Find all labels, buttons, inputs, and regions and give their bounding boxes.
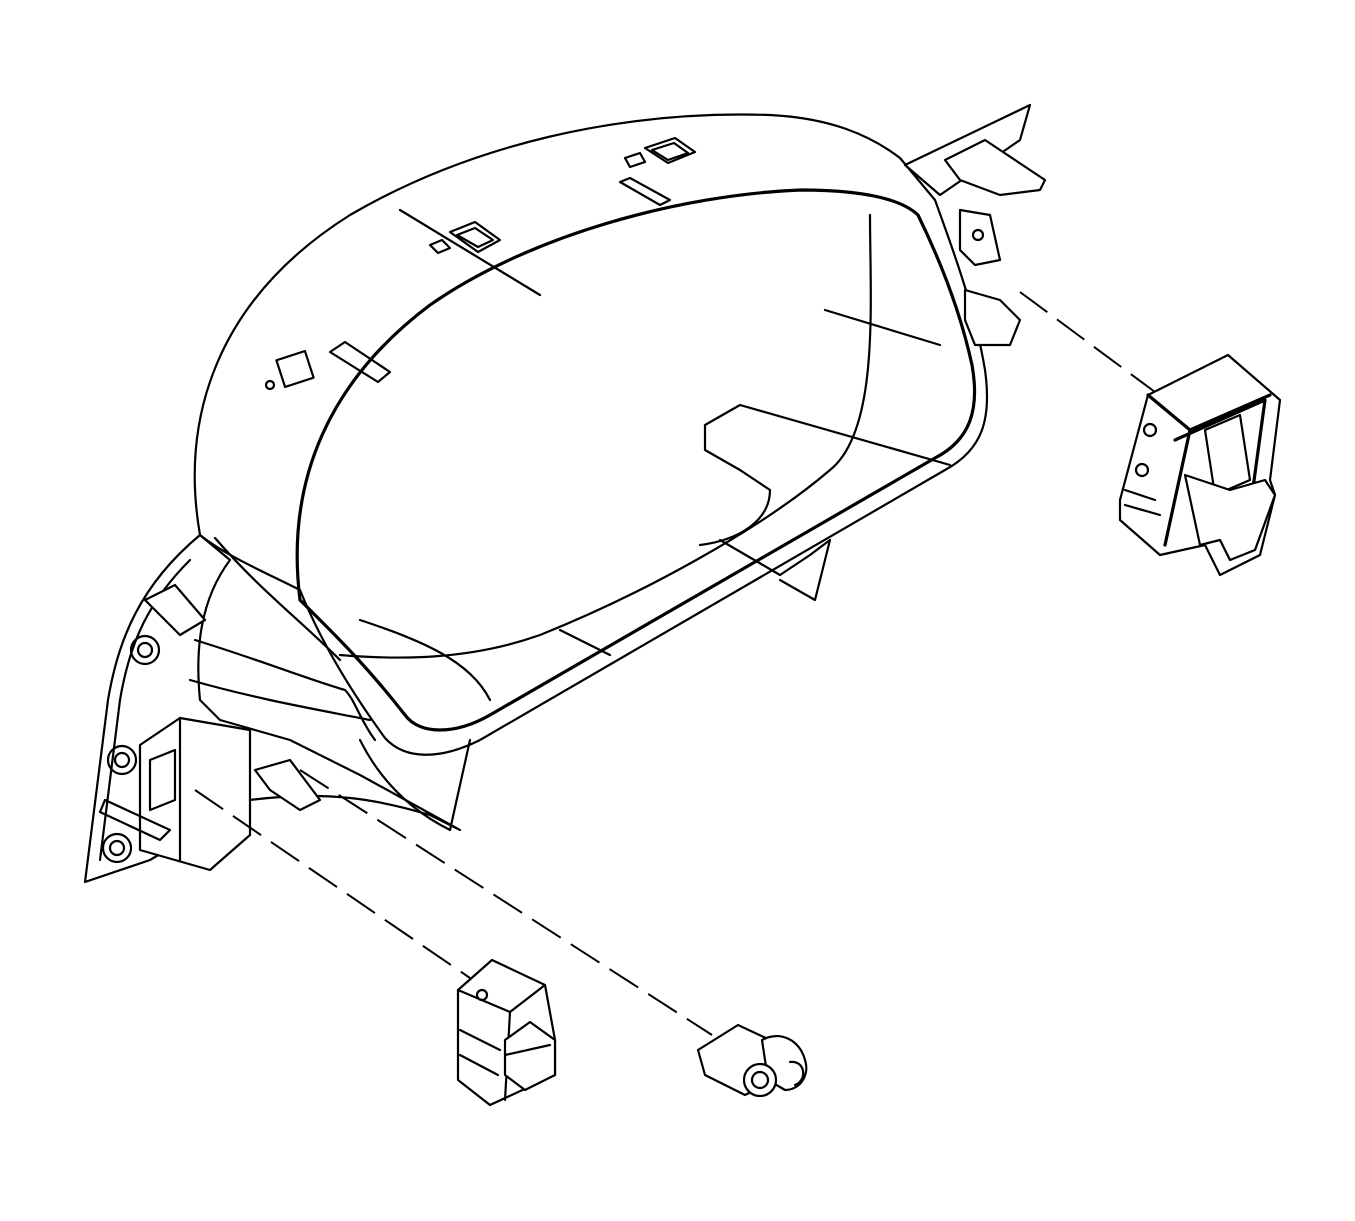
right-bracket-tabs <box>903 103 1047 347</box>
left-bracket <box>83 533 462 884</box>
leader-line-small-connector <box>194 789 471 979</box>
bulb-socket <box>696 1023 808 1098</box>
right-connector <box>1118 353 1282 577</box>
small-connector <box>456 958 557 1107</box>
leader-line-bulb-socket <box>299 769 713 1036</box>
cluster-bezel <box>188 113 989 832</box>
leader-line-right <box>1019 291 1156 393</box>
